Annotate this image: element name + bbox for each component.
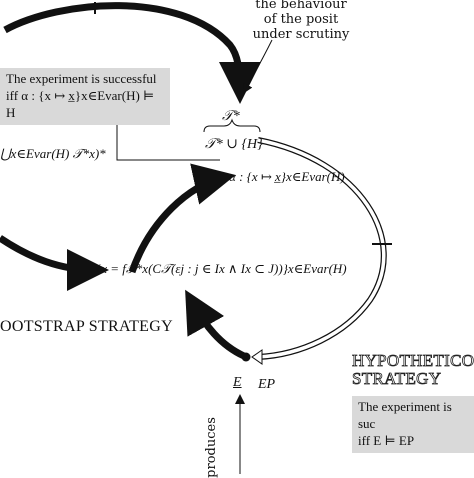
top-arc xyxy=(3,2,261,104)
lower-node-dot xyxy=(241,352,251,362)
success-box-bottom: The experiment is suc iff E ⊨ EP xyxy=(352,396,474,453)
union-left: ⋃x∈Evar(H) 𝒯*x)* xyxy=(0,146,106,161)
formula-node: {x = f𝒯*x(C𝒯(εj : j ∈ Ix ∧ Ix ⊂ J))}x∈Ev… xyxy=(96,261,347,276)
hypothetico-arrow-head xyxy=(251,349,263,365)
box-connector xyxy=(116,115,220,161)
arc-evidence-to-formula xyxy=(185,289,246,360)
bootstrap-strategy-label: OOTSTRAP STRATEGY xyxy=(0,318,173,335)
evidence-prediction-label: EP xyxy=(258,377,276,392)
theory-union: 𝒯* ∪ {H} xyxy=(205,137,263,152)
produces-label: produces xyxy=(203,417,219,478)
success-box-top: The experiment is successful iff α : {x … xyxy=(0,68,170,125)
theory-node: 𝒯* xyxy=(222,109,240,124)
alpha-node: α : {x ↦ x̲}x∈Evar(H) xyxy=(229,169,345,184)
hypothetico-strategy-label: HYPOTHETICO- STRATEGY xyxy=(352,351,474,388)
behaviour-pointer xyxy=(243,39,273,94)
theory-brace xyxy=(203,118,261,133)
arc-left-to-formula xyxy=(0,235,109,291)
hypothetico-arrow-inner xyxy=(257,138,386,359)
evidence-label: E xyxy=(233,375,242,390)
behaviour-note: the behaviour of the posit under scrutin… xyxy=(252,0,350,42)
arc-to-alpha xyxy=(128,163,236,274)
